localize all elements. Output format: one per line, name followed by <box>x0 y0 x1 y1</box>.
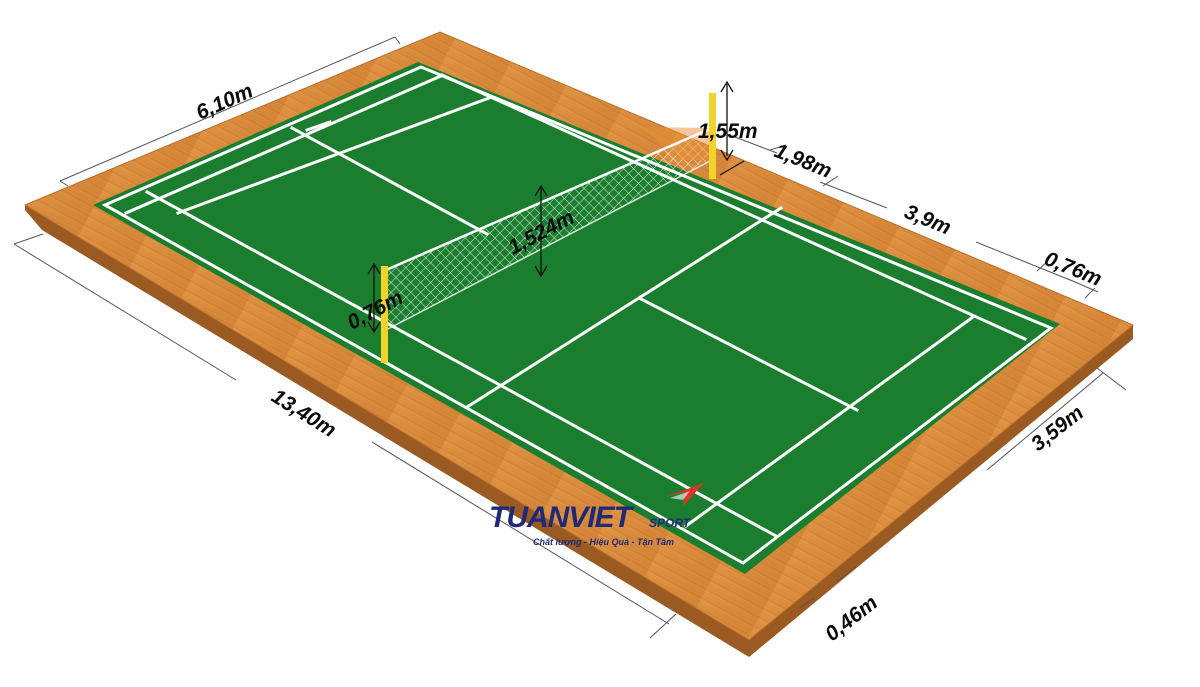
brand-name: TUANVIET <box>489 501 635 534</box>
side-alley-label: 0,46m <box>821 591 882 646</box>
court-surface <box>93 62 1060 574</box>
dimension-lines <box>13 36 1127 639</box>
brand-tagline: Chất lượng - Hiệu Quả - Tận Tâm <box>533 537 674 547</box>
net-post-left <box>381 266 388 363</box>
long-service-doubles-label: 0,76m <box>1041 247 1105 291</box>
height-arrows <box>367 80 745 334</box>
red-arrow-logo-icon <box>665 483 704 506</box>
brand-suffix: SPORT <box>649 516 692 530</box>
brand-watermark: TUANVIET SPORT Chất lượng - Hiệu Quả - T… <box>489 483 704 547</box>
post-height-label: 1,55m <box>698 120 758 143</box>
court-lines <box>101 65 1054 565</box>
net-post-right <box>709 93 716 179</box>
net <box>385 126 713 331</box>
